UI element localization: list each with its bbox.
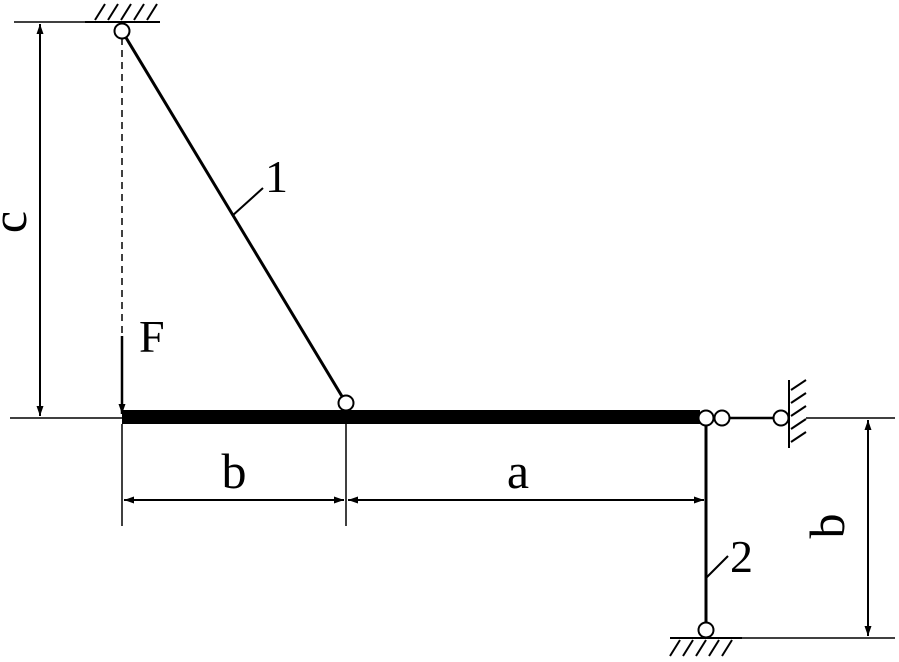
dim-b-vertical-label: b (799, 514, 855, 539)
rod-1-label: 1 (265, 151, 288, 202)
link-hinge (713, 409, 731, 427)
top-hinge (113, 22, 131, 40)
dim-c-label: c (0, 211, 37, 233)
rod-1 (120, 30, 348, 404)
bottom-fixed-support (669, 637, 742, 657)
rod-2-label: 2 (730, 531, 753, 582)
right-wall-support (788, 379, 807, 448)
dimension-b-a (121, 411, 704, 526)
top-fixed-support (85, 3, 160, 23)
wall-hinge (772, 409, 790, 427)
rod-2-leader (705, 555, 729, 579)
rod-1-leader (231, 187, 264, 217)
rod-1-beam-hinge (337, 394, 355, 412)
bottom-hinge (697, 621, 715, 639)
dimension-c (10, 21, 122, 419)
dimension-b-vertical (742, 417, 895, 639)
dim-a-label: a (507, 443, 529, 499)
dim-b-horizontal-label: b (222, 443, 247, 499)
force-label: F (139, 311, 165, 362)
beam-end-hinge (697, 409, 715, 427)
rigid-beam (122, 410, 700, 424)
